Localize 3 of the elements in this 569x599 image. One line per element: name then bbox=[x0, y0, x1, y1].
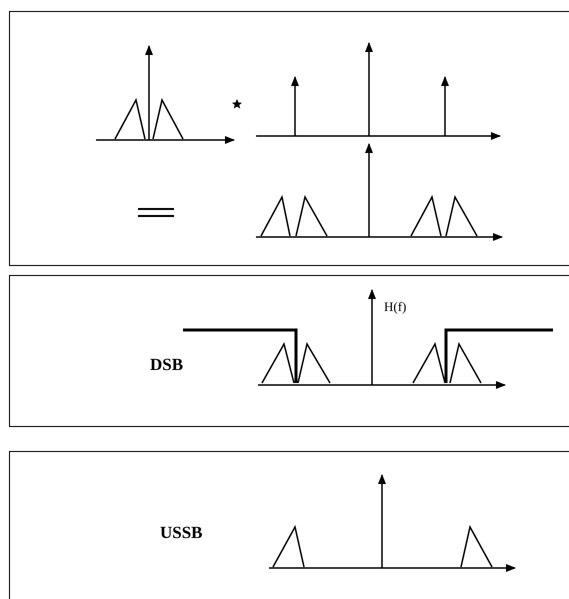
mode-label: DSB bbox=[150, 356, 184, 373]
axis-label: H(f) bbox=[384, 300, 406, 313]
mode-label: USSB bbox=[160, 524, 203, 541]
